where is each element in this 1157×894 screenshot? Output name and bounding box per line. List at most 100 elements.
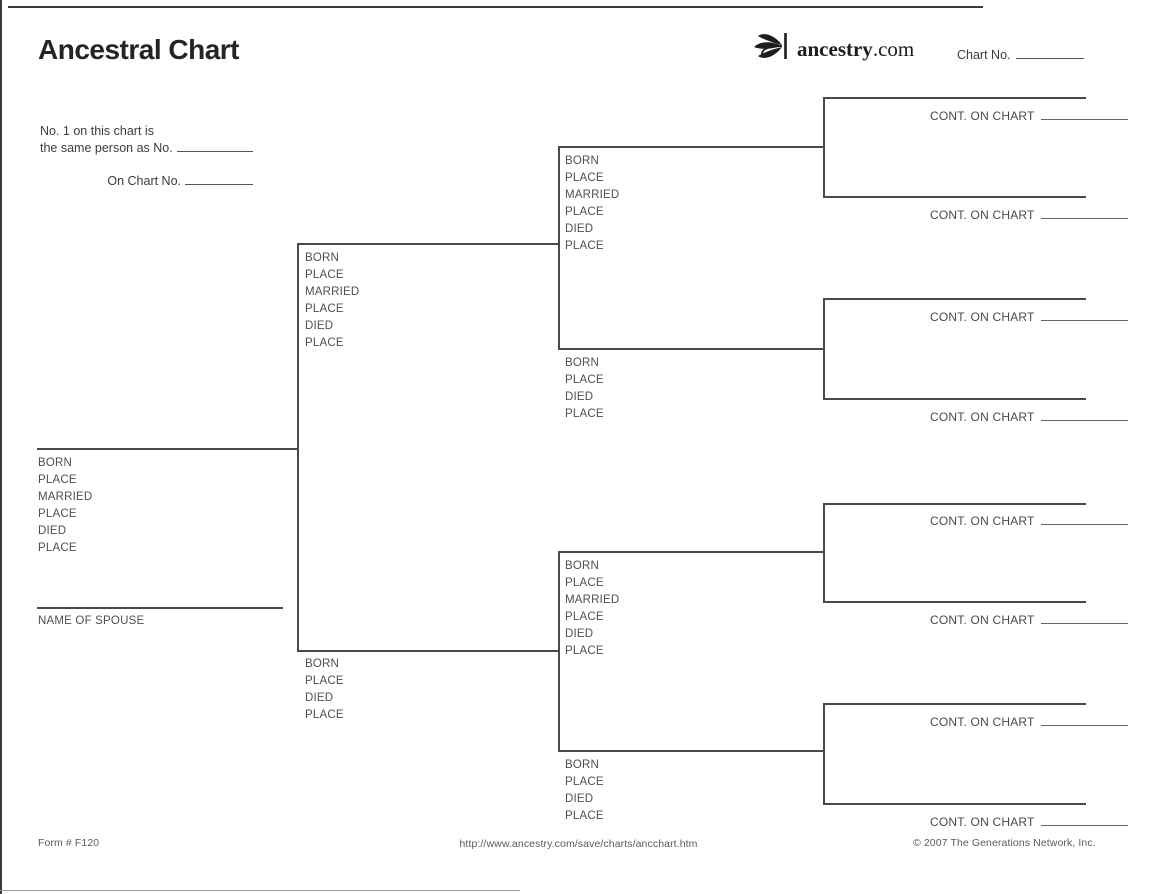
cont-chart-no-field[interactable]	[1040, 409, 1128, 421]
cont-chart-no-field[interactable]	[1040, 714, 1128, 726]
connector-maternal-grandparents	[558, 551, 560, 752]
person-13-name-line[interactable]	[823, 601, 1086, 603]
chart-no-field[interactable]	[1015, 47, 1084, 59]
cont-chart-no-field[interactable]	[1040, 309, 1128, 321]
on-chart-no-field[interactable]	[185, 173, 253, 185]
person-6-name-line[interactable]	[558, 551, 823, 553]
field-label: PLACE	[38, 474, 77, 486]
field-label: DIED	[565, 391, 594, 403]
page-title: Ancestral Chart	[38, 34, 240, 65]
field-label: DIED	[305, 320, 334, 332]
field-label: MARRIED	[305, 286, 360, 298]
cont-chart-no-field[interactable]	[1040, 108, 1128, 120]
copyright: © 2007 The Generations Network, Inc.	[913, 837, 1096, 849]
field-label: BORN	[565, 759, 600, 771]
field-label: DIED	[565, 628, 594, 640]
person-4-name-line[interactable]	[558, 146, 823, 148]
field-label: BORN	[565, 560, 600, 572]
note-line-3: On Chart No.	[40, 173, 253, 189]
field-label: DIED	[38, 525, 67, 537]
person-3-fields: BORN PLACE DIED PLACE	[305, 656, 344, 724]
cont-chart-no-field[interactable]	[1040, 612, 1128, 624]
connector-great-grandparents-1	[823, 97, 825, 198]
field-label: PLACE	[305, 709, 344, 721]
cont-on-chart-label: CONT. ON CHART	[930, 310, 1035, 324]
cont-on-chart-label: CONT. ON CHART	[930, 815, 1035, 829]
person-7-name-line[interactable]	[558, 750, 823, 752]
cont-on-chart-label: CONT. ON CHART	[930, 613, 1035, 627]
field-label: DIED	[565, 793, 594, 805]
note-line-2: the same person as No.	[40, 140, 253, 156]
person-2-fields: BORN PLACE MARRIED PLACE DIED PLACE	[305, 250, 359, 352]
field-label: PLACE	[305, 337, 344, 349]
field-label: PLACE	[38, 542, 77, 554]
field-label: PLACE	[305, 269, 344, 281]
person-10-name-line[interactable]	[823, 298, 1086, 300]
field-label: PLACE	[565, 577, 604, 589]
cont-on-chart-4: CONT. ON CHART	[930, 409, 1128, 424]
person-9-name-line[interactable]	[823, 196, 1086, 198]
spouse-name-line[interactable]	[37, 607, 283, 609]
person-14-name-line[interactable]	[823, 703, 1086, 705]
person-12-name-line[interactable]	[823, 503, 1086, 505]
person-15-name-line[interactable]	[823, 803, 1086, 805]
field-label: DIED	[565, 223, 594, 235]
person-1-fields: BORN PLACE MARRIED PLACE DIED PLACE	[38, 455, 92, 557]
chart-no-label: Chart No.	[957, 48, 1011, 62]
field-label: MARRIED	[38, 491, 93, 503]
on-chart-no-label: On Chart No.	[107, 174, 181, 188]
logo-brand-text: ancestry	[797, 36, 873, 61]
connector-great-grandparents-3	[823, 503, 825, 603]
person-2-name-line[interactable]	[297, 243, 558, 245]
field-label: PLACE	[565, 611, 604, 623]
field-label: DIED	[305, 692, 334, 704]
person-8-name-line[interactable]	[823, 97, 1086, 99]
person-4-fields: BORN PLACE MARRIED PLACE DIED PLACE	[565, 153, 619, 255]
field-label: BORN	[305, 252, 340, 264]
note-line-1: No. 1 on this chart is	[40, 124, 154, 138]
field-label: PLACE	[565, 172, 604, 184]
form-number: Form # F120	[38, 837, 100, 849]
person-11-name-line[interactable]	[823, 398, 1086, 400]
person-5-name-line[interactable]	[558, 348, 823, 350]
logo-tld-text: .com	[872, 36, 915, 61]
connector-great-grandparents-4	[823, 703, 825, 805]
field-label: PLACE	[565, 645, 604, 657]
ancestry-leaf-icon	[752, 30, 790, 67]
page-border-bottom	[0, 890, 520, 891]
cont-on-chart-2: CONT. ON CHART	[930, 207, 1128, 222]
same-person-no-field[interactable]	[176, 140, 253, 152]
chart-no-row: Chart No.	[957, 47, 1084, 62]
same-person-label: the same person as No.	[40, 141, 173, 155]
person-1-name-line[interactable]	[37, 448, 297, 450]
field-label: BORN	[565, 155, 600, 167]
person-7-fields: BORN PLACE DIED PLACE	[565, 757, 604, 825]
cont-on-chart-label: CONT. ON CHART	[930, 715, 1035, 729]
cont-chart-no-field[interactable]	[1040, 207, 1128, 219]
form-url: http://www.ancestry.com/save/charts/ancc…	[459, 838, 698, 850]
field-label: PLACE	[565, 206, 604, 218]
cont-chart-no-field[interactable]	[1040, 513, 1128, 525]
cont-on-chart-label: CONT. ON CHART	[930, 410, 1035, 424]
cont-on-chart-1: CONT. ON CHART	[930, 108, 1128, 123]
ancestry-logo: ancestry.com	[752, 30, 914, 67]
field-label: MARRIED	[565, 594, 620, 606]
field-label: PLACE	[38, 508, 77, 520]
field-label: MARRIED	[565, 189, 620, 201]
cont-chart-no-field[interactable]	[1040, 814, 1128, 826]
cont-on-chart-8: CONT. ON CHART	[930, 814, 1128, 829]
field-label: PLACE	[305, 303, 344, 315]
cont-on-chart-7: CONT. ON CHART	[930, 714, 1128, 729]
cont-on-chart-5: CONT. ON CHART	[930, 513, 1128, 528]
field-label: PLACE	[565, 776, 604, 788]
person-6-fields: BORN PLACE MARRIED PLACE DIED PLACE	[565, 558, 619, 660]
cont-on-chart-label: CONT. ON CHART	[930, 208, 1035, 222]
page-border-left	[0, 0, 2, 894]
connector-parents	[297, 243, 299, 652]
person-3-name-line[interactable]	[297, 650, 558, 652]
cont-on-chart-6: CONT. ON CHART	[930, 612, 1128, 627]
field-label: PLACE	[565, 374, 604, 386]
connector-paternal-grandparents	[558, 146, 560, 350]
spouse-label: NAME OF SPOUSE	[38, 615, 145, 627]
